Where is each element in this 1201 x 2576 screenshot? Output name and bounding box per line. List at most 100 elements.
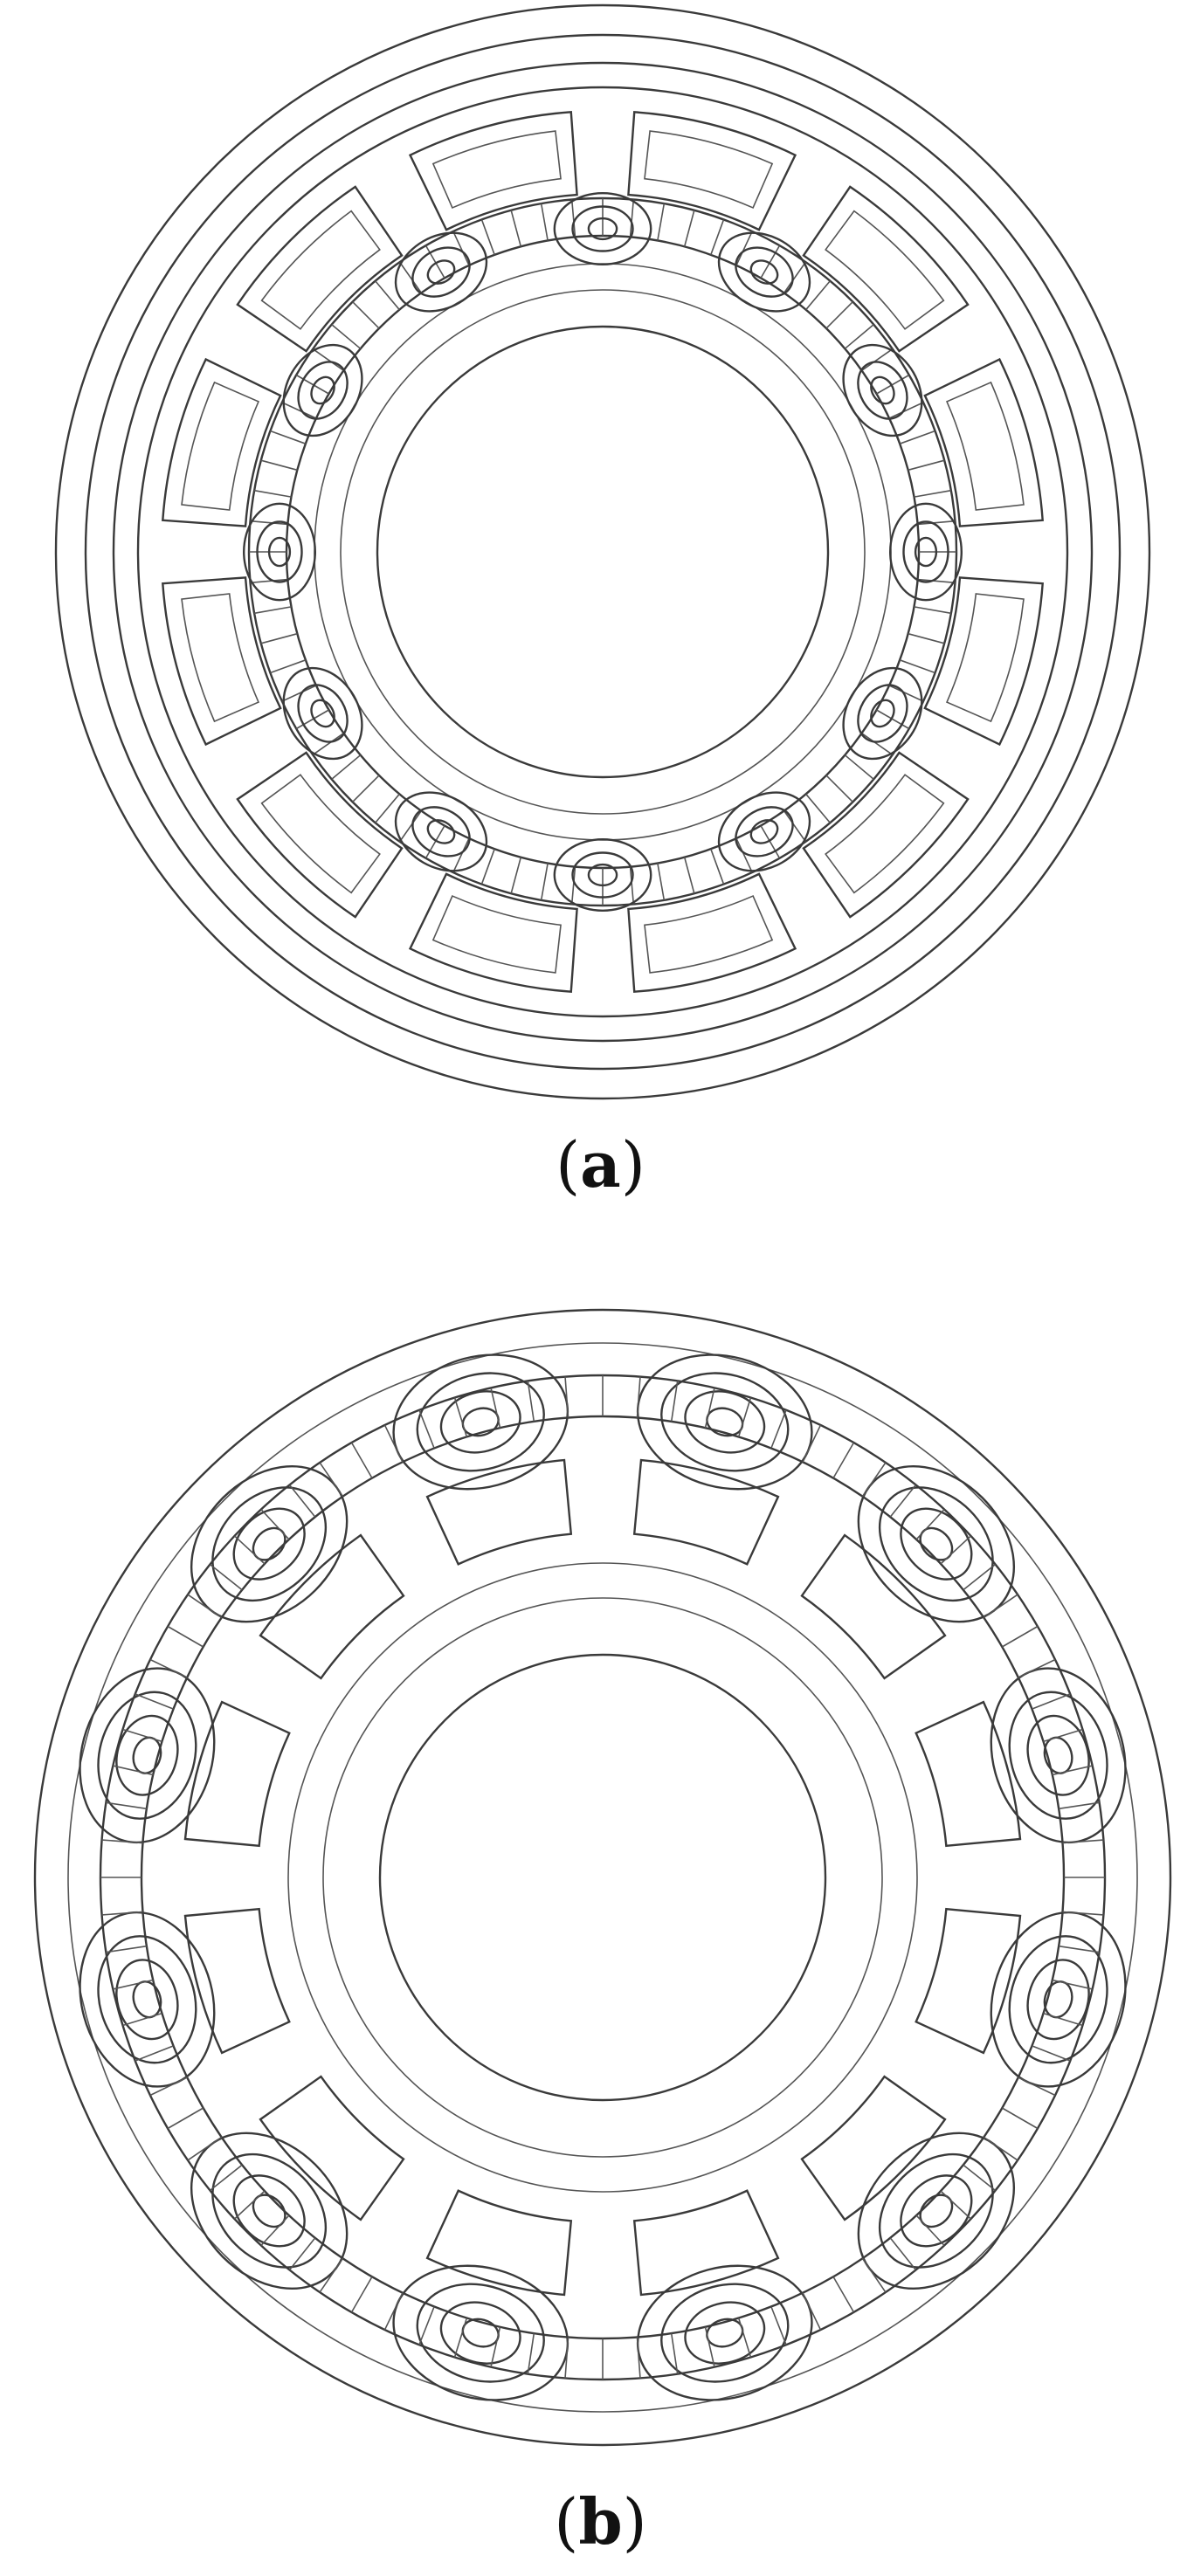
magnet-segment-b-73 (915, 1508, 945, 1540)
flux-loop-a-0-2 (553, 191, 652, 265)
magnet-segment-b-12 (889, 2237, 917, 2271)
slot-block-a-11 (408, 111, 578, 231)
magnet-segment-b-78 (1018, 1658, 1056, 1678)
flux-lobe-b-10-3 (190, 1464, 349, 1623)
flux-lobe-b-4-2 (878, 2152, 994, 2269)
flux-loop-a-10-2 (282, 343, 363, 437)
magnet-segment-b-83 (1062, 1839, 1104, 1844)
slot-inner-a-4 (825, 774, 945, 894)
magnet-segment-b-14 (832, 2276, 855, 2313)
flux-loop-a-0-1 (571, 205, 634, 252)
flux-lobe-b-8-3 (79, 1911, 216, 2088)
flux-lobe-b-9-3 (79, 1667, 216, 1844)
magnet-segment-b-7 (1001, 2107, 1039, 2130)
gap-segment-a-60 (760, 245, 781, 279)
outer-boundary-a (54, 3, 1151, 1100)
gap-segment-a-30 (295, 709, 329, 730)
gap-segment-a-13 (735, 837, 753, 873)
gap-segment-a-66 (876, 374, 910, 395)
gap-inner-a (285, 234, 921, 870)
magnet-segment-b-50 (187, 1594, 223, 1619)
gap-segment-a-59 (735, 231, 753, 266)
gap-segment-a-31 (281, 685, 317, 702)
flux-lobe-b-0-2 (660, 1372, 790, 1472)
magnet-segment-b-5 (1032, 2045, 1071, 2062)
magnet-segment-b-46 (122, 1728, 162, 1743)
magnet-segment-b-48 (149, 1658, 188, 1678)
stator-slot-b-9 (183, 1700, 291, 1848)
magnet-segment-b-26 (418, 2306, 435, 2345)
gap-segment-a-53 (570, 199, 576, 238)
inner-contour-b-1 (322, 1597, 883, 2158)
gap-segment-a-20 (540, 863, 549, 900)
gap-segment-a-25 (399, 810, 423, 843)
magnet-segment-b-72 (889, 1484, 917, 1518)
slot-inner-a-5 (644, 894, 774, 974)
stator-slot-b-10 (259, 1533, 405, 1680)
gap-segment-a-9 (825, 775, 853, 802)
slot-block-a-4 (802, 751, 970, 919)
gap-segment-a-7 (861, 732, 894, 755)
magnet-segment-b-74 (940, 1535, 972, 1565)
caption-a-letter: a (580, 1127, 621, 1202)
outer-boundary-b (33, 1308, 1172, 2447)
magnet-segment-b-44 (106, 1801, 148, 1810)
magnet-segment-b-70 (832, 1442, 855, 1479)
magnet-segment-b-68 (770, 1409, 787, 1449)
flux-lobe-b-5-3 (636, 2264, 813, 2401)
gap-segment-a-50 (480, 219, 495, 256)
panel-b: (b) (0, 1275, 1201, 2576)
slot-block-a-5 (627, 872, 797, 993)
outer-contour-b-0 (67, 1342, 1138, 2413)
stator-slot-b-7 (259, 2075, 405, 2221)
rotor-contour-a-0 (314, 263, 892, 841)
slot-inner-a-10 (260, 210, 381, 330)
magnet-segment-b-80 (1043, 1728, 1083, 1743)
magnet-segment-b-31 (260, 2214, 290, 2247)
gap-segment-a-58 (710, 219, 725, 256)
gap-segment-a-63 (825, 301, 853, 329)
gap-segment-a-43 (312, 348, 344, 372)
gap-segment-a-45 (352, 301, 380, 329)
gap-segment-a-41 (281, 402, 317, 419)
flux-loop-a-7-0 (426, 819, 456, 844)
gap-segment-a-24 (424, 825, 445, 859)
magnet-segment-b-10 (940, 2190, 972, 2220)
flux-lobe-b-9-1 (115, 1714, 179, 1796)
gap-segment-a-10 (805, 793, 831, 823)
magnet-segment-b-58 (418, 1409, 435, 1449)
magnet-segment-b-6 (1018, 2077, 1056, 2097)
flux-lobe-b-7-1 (232, 2174, 306, 2248)
flux-loop-a-7-2 (394, 791, 488, 872)
flux-loop-a-11-0 (426, 259, 456, 285)
gap-segment-a-39 (260, 459, 298, 472)
magnet-segment-b-32 (233, 2190, 266, 2220)
magnet-segment-b-1 (1062, 1911, 1104, 1916)
flux-lobe-b-3-3 (990, 1911, 1127, 2088)
gap-segment-a-23 (452, 837, 470, 873)
gap-segment-a-2 (914, 606, 951, 615)
magnet-segment-b-24 (490, 2326, 501, 2367)
magnet-segment-b-30 (288, 2237, 316, 2271)
gap-segment-a-8 (844, 754, 874, 780)
gap-segment-a-35 (250, 578, 288, 584)
magnet-segment-b-81 (1052, 1765, 1093, 1776)
gap-segment-a-38 (254, 489, 292, 498)
gap-segment-a-42 (295, 374, 329, 395)
gap-segment-a-62 (805, 280, 831, 311)
gap-segment-a-47 (399, 261, 423, 293)
rotor-contour-a-1 (340, 289, 866, 815)
gap-segment-a-32 (270, 659, 307, 674)
flux-lobe-b-5-1 (684, 2301, 766, 2365)
flux-lobe-b-1-1 (900, 1507, 973, 1581)
flux-plot-a (54, 3, 1151, 1100)
flux-loop-a-1-2 (717, 231, 811, 313)
flux-loop-a-0-0 (587, 217, 618, 241)
magnet-segment-b-37 (135, 2045, 174, 2062)
magnet-segment-b-39 (113, 1979, 154, 1990)
magnet-segment-b-53 (260, 1508, 290, 1540)
magnet-segment-b-19 (670, 2332, 679, 2374)
gap-segment-a-6 (876, 709, 910, 730)
magnet-segment-b-11 (915, 2214, 945, 2247)
magnet-segment-b-41 (101, 1911, 143, 1916)
